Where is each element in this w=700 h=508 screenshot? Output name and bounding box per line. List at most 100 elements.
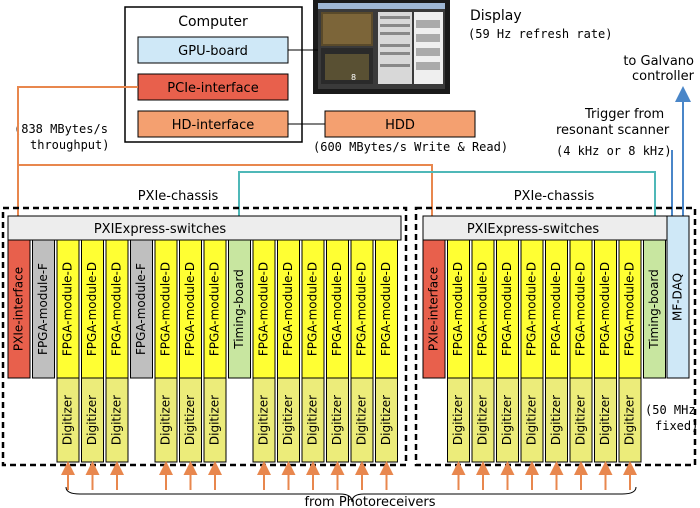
module-fpga-module-d: FPGA-module-D <box>301 239 325 379</box>
module-fpga-module-d: FPGA-module-D <box>326 239 349 379</box>
module-label: FPGA-module-D <box>257 262 271 356</box>
hdd-label: HDD <box>385 118 415 133</box>
digitizer-label: Digitizer <box>574 395 588 445</box>
digitizer-note-line1: (50 MHz <box>645 403 696 417</box>
digitizer: Digitizer <box>496 377 519 463</box>
module-pxie-interface: PXIe-interface <box>422 239 446 379</box>
digitizer: Digitizer <box>447 377 470 463</box>
digitizer-label: Digitizer <box>85 395 99 445</box>
module-fpga-module-d: FPGA-module-D <box>179 239 202 379</box>
throughput-line2: throughput) <box>30 138 109 152</box>
galvano-line1: to Galvano <box>623 54 694 69</box>
computer-box: Computer GPU-board PCIe-interface HD-int… <box>124 6 303 143</box>
module-label: FPGA-module-D <box>500 262 514 356</box>
module-label: FPGA-module-D <box>574 262 588 356</box>
digitizer: Digitizer <box>326 377 349 463</box>
digitizer-label: Digitizer <box>306 395 320 445</box>
hd-interface-label: HD-interface <box>172 118 254 133</box>
module-label: FPGA-module-F <box>36 263 50 355</box>
module-label: FPGA-module-D <box>623 262 637 356</box>
module-label: FPGA-module-D <box>355 262 369 356</box>
digitizer-label: Digitizer <box>61 395 75 445</box>
from-photoreceivers: from Photoreceivers <box>304 495 435 508</box>
module-fpga-module-d: FPGA-module-D <box>496 239 519 379</box>
digitizer: Digitizer <box>471 377 495 463</box>
digitizer-label: Digitizer <box>379 395 393 445</box>
digitizer: Digitizer <box>594 377 617 463</box>
module-timing-board: Timing-board <box>228 239 251 379</box>
digitizer: Digitizer <box>545 377 568 463</box>
digitizer-label: Digitizer <box>159 395 173 445</box>
module-label: PXIe-interface <box>12 267 26 351</box>
digitizer: Digitizer <box>569 377 593 463</box>
module-fpga-module-d: FPGA-module-D <box>350 239 374 379</box>
module-label: Timing-board <box>647 269 661 350</box>
trigger-line1: Trigger from <box>584 107 664 122</box>
digitizer-label: Digitizer <box>598 395 612 445</box>
switches-right-label: PXIExpress-switches <box>467 222 600 237</box>
chassis-left <box>1 206 408 467</box>
module-label: FPGA-module-D <box>330 262 344 356</box>
module-label: FPGA-module-D <box>110 262 124 356</box>
module-label: FPGA-module-D <box>598 262 612 356</box>
display-title: Display <box>470 8 522 24</box>
digitizer-label: Digitizer <box>183 395 197 445</box>
gpu-board <box>137 36 289 64</box>
galvano-line2: controller <box>632 69 695 84</box>
module-fpga-module-d: FPGA-module-D <box>375 239 398 379</box>
module-label: FPGA-module-D <box>379 262 393 356</box>
chassis-left-title: PXIe-chassis <box>138 189 219 204</box>
module-label: FPGA-module-D <box>85 262 99 356</box>
display-monitor: 8 <box>313 0 450 94</box>
module-label: FPGA-module-D <box>281 262 295 356</box>
module-label: FPGA-module-D <box>306 262 320 356</box>
module-label: FPGA-module-D <box>208 262 222 356</box>
digitizer-label: Digitizer <box>330 395 344 445</box>
pcie-link-line-right <box>18 164 433 240</box>
module-fpga-module-d: FPGA-module-D <box>105 239 129 379</box>
module-label: Timing-board <box>232 269 246 350</box>
digitizer: Digitizer <box>350 377 374 463</box>
digitizer: Digitizer <box>618 377 642 463</box>
module-fpga-module-d: FPGA-module-D <box>56 239 80 379</box>
module-fpga-module-d: FPGA-module-D <box>447 239 470 379</box>
module-fpga-module-d: FPGA-module-D <box>471 239 495 379</box>
digitizer-label: Digitizer <box>476 395 490 445</box>
display-refresh-note: (59 Hz refresh rate) <box>468 27 613 41</box>
display-screen-badge: 8 <box>351 73 356 82</box>
module-fpga-module-f: FPGA-module-F <box>130 239 153 379</box>
hdd-note: (600 MBytes/s Write & Read) <box>313 140 508 154</box>
digitizer-label: Digitizer <box>355 395 369 445</box>
module-label: FPGA-module-D <box>183 262 197 356</box>
module-fpga-module-f: FPGA-module-F <box>32 239 55 379</box>
digitizer-label: Digitizer <box>281 395 295 445</box>
mf-daq-board: MF-DAQ <box>666 215 690 379</box>
trigger-line2: resonant scanner <box>556 123 670 138</box>
switches-left <box>7 215 402 241</box>
module-fpga-module-d: FPGA-module-D <box>252 239 276 379</box>
digitizer-label: Digitizer <box>549 395 563 445</box>
digitizer-label: Digitizer <box>500 395 514 445</box>
switches-right <box>422 215 668 241</box>
module-label: PXIe-interface <box>427 267 441 351</box>
digitizer: Digitizer <box>154 377 178 463</box>
switches-left-label: PXIExpress-switches <box>94 222 227 237</box>
module-label: FPGA-module-D <box>476 262 490 356</box>
module-fpga-module-d: FPGA-module-D <box>569 239 593 379</box>
pcie-interface-label: PCIe-interface <box>167 81 258 96</box>
module-label: FPGA-module-D <box>61 262 75 356</box>
module-fpga-module-d: FPGA-module-D <box>203 239 227 379</box>
digitizer: Digitizer <box>203 377 227 463</box>
module-fpga-module-d: FPGA-module-D <box>154 239 178 379</box>
module-label: FPGA-module-D <box>525 262 539 356</box>
module-label: FPGA-module-D <box>549 262 563 356</box>
computer-title: Computer <box>178 14 248 30</box>
digitizer: Digitizer <box>56 377 80 463</box>
digitizer-label: Digitizer <box>208 395 222 445</box>
gpu-board-label: GPU-board <box>178 44 248 59</box>
timing-link-line <box>238 171 656 240</box>
module-label: FPGA-module-F <box>134 263 148 355</box>
digitizer-label: Digitizer <box>451 395 465 445</box>
module-timing-board: Timing-board <box>643 239 666 379</box>
